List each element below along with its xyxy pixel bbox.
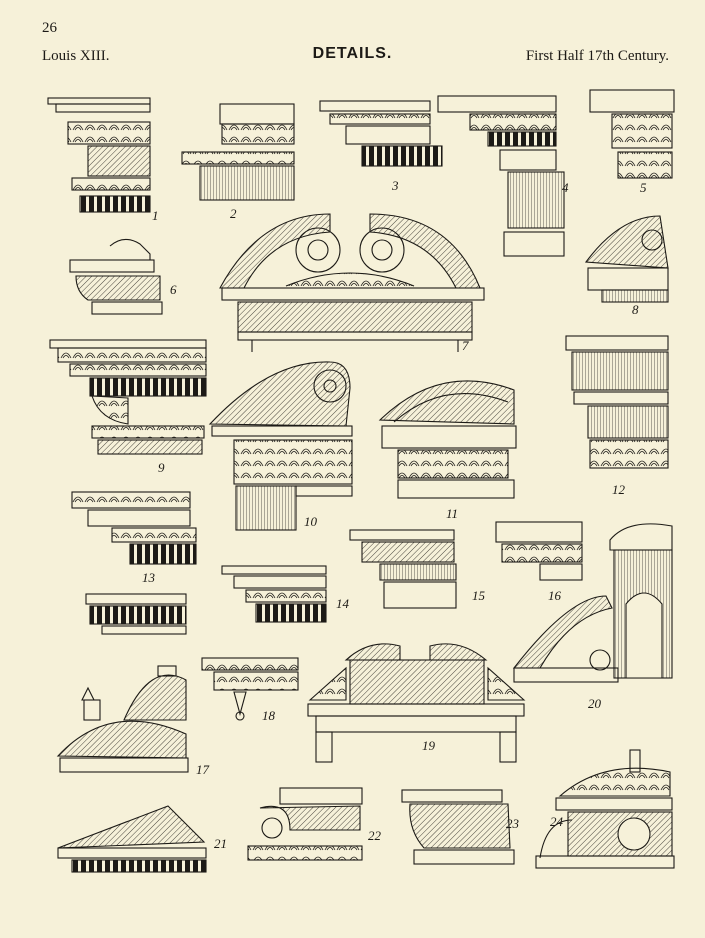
figure-label-9: 9 bbox=[158, 460, 165, 475]
figure-label-8: 8 bbox=[632, 302, 639, 317]
detail-13-cornice bbox=[71, 491, 197, 565]
figure-label-7: 7 bbox=[462, 338, 469, 353]
figure-label-14: 14 bbox=[336, 596, 350, 611]
detail-21-triangular-pediment bbox=[57, 805, 207, 873]
figure-label-1: 1 bbox=[152, 208, 159, 223]
figure-label-6: 6 bbox=[170, 282, 177, 297]
detail-12-capital bbox=[565, 335, 669, 469]
detail-19-doorhead bbox=[307, 643, 526, 763]
figure-label-5: 5 bbox=[640, 180, 647, 195]
detail-5-capital bbox=[589, 89, 675, 179]
figure-label-15: 15 bbox=[472, 588, 486, 603]
detail-11-arched-cornice bbox=[378, 380, 517, 499]
style-heading: Louis XIII. bbox=[42, 48, 110, 64]
detail-10-scroll-pediment bbox=[208, 361, 353, 531]
figure-label-2: 2 bbox=[230, 206, 237, 221]
figure-label-10: 10 bbox=[304, 514, 318, 529]
detail-18-bracket bbox=[201, 657, 299, 721]
detail-17-scroll-pediment bbox=[56, 665, 189, 773]
figure-label-4: 4 bbox=[562, 180, 569, 195]
figure-label-22: 22 bbox=[368, 828, 382, 843]
figure-label-23: 23 bbox=[506, 816, 520, 831]
figure-labels: 1 2 3 4 5 6 7 8 9 10 11 12 13 14 15 16 1… bbox=[142, 178, 647, 851]
page-number: 26 bbox=[42, 20, 57, 36]
figure-label-24: 24 bbox=[550, 814, 564, 829]
detail-15-cornice bbox=[349, 529, 457, 609]
period-heading: First Half 17th Century. bbox=[525, 48, 669, 64]
figure-label-13: 13 bbox=[142, 570, 156, 585]
figure-label-21: 21 bbox=[214, 836, 227, 851]
detail-14-cornice bbox=[221, 565, 327, 623]
figure-label-18: 18 bbox=[262, 708, 276, 723]
detail-6-moulding bbox=[69, 238, 163, 315]
figure-label-19: 19 bbox=[422, 738, 436, 753]
detail-4-cornice-pilaster bbox=[437, 95, 565, 257]
detail-2-cornice bbox=[181, 103, 295, 201]
detail-1-entablature bbox=[47, 97, 151, 213]
detail-9-entablature bbox=[49, 339, 207, 455]
detail-8-broken-pediment bbox=[584, 215, 669, 303]
figure-label-3: 3 bbox=[391, 178, 399, 193]
detail-22-console-cornice bbox=[247, 787, 363, 861]
detail-3-cornice bbox=[319, 100, 443, 167]
detail-24-cartouche-pediment bbox=[535, 749, 675, 869]
figure-label-16: 16 bbox=[548, 588, 562, 603]
figure-label-12: 12 bbox=[612, 482, 626, 497]
figure-label-20: 20 bbox=[588, 696, 602, 711]
detail-arcade-frieze bbox=[85, 593, 187, 635]
detail-16-cornice bbox=[495, 521, 583, 581]
figure-label-11: 11 bbox=[446, 506, 458, 521]
detail-7-segmental-pediment bbox=[219, 213, 485, 352]
detail-20-niche-and-pediment bbox=[512, 523, 673, 683]
figure-label-17: 17 bbox=[196, 762, 210, 777]
detail-23-moulding bbox=[401, 789, 515, 865]
page-title: DETAILS. bbox=[312, 45, 393, 62]
